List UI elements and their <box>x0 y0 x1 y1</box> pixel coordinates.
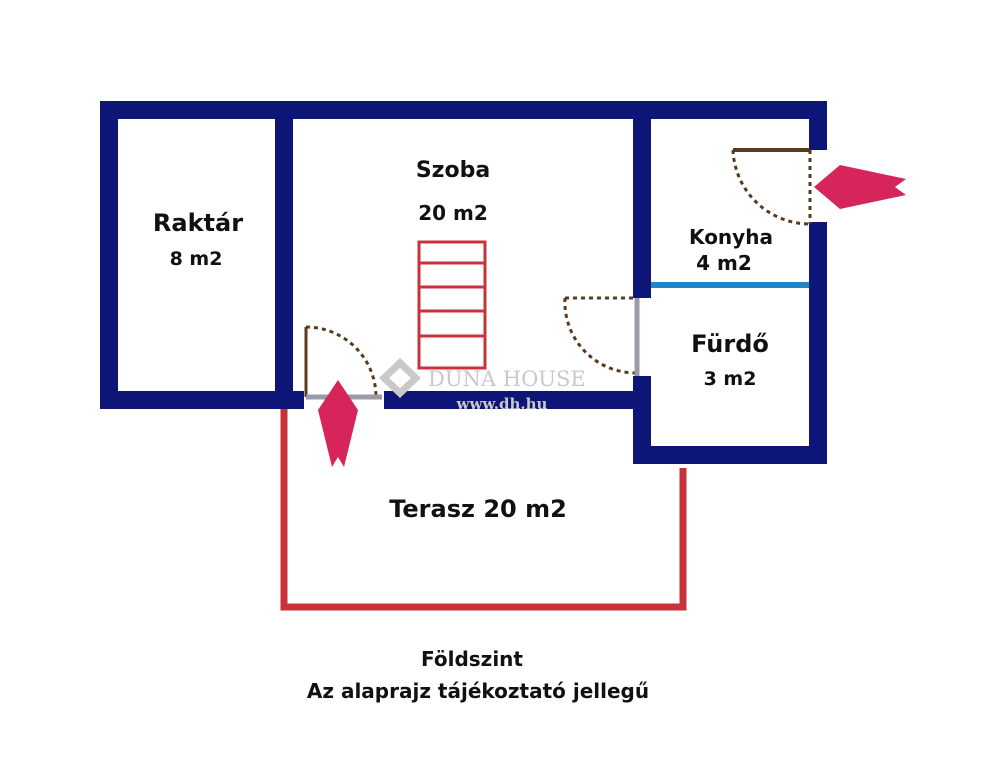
szoba-door <box>304 325 382 400</box>
furdo-area: 3 m2 <box>704 368 757 390</box>
arrow-up-icon <box>318 380 358 467</box>
furdo-name: Fürdő <box>691 330 769 358</box>
raktar-area: 8 m2 <box>170 248 223 270</box>
staircase <box>417 240 487 370</box>
szoba-name: Szoba <box>416 158 490 183</box>
szoba-area: 20 m2 <box>418 201 488 225</box>
watermark-url: www.dh.hu <box>456 395 548 413</box>
terasz-label: Terasz 20 m2 <box>389 495 567 523</box>
watermark: DUNA HOUSE www.dh.hu <box>379 358 586 413</box>
level-title: Földszint <box>421 647 523 671</box>
logo-icon <box>379 358 421 398</box>
raktar-name: Raktár <box>153 209 243 237</box>
terrace-outline <box>280 408 687 611</box>
konyha-name: Konyha <box>689 225 773 249</box>
walls <box>100 101 827 464</box>
arrow-right-icon <box>814 165 906 209</box>
disclaimer-note: Az alaprajz tájékoztató jellegű <box>307 679 649 703</box>
furdo-door <box>563 296 640 376</box>
konyha-area: 4 m2 <box>696 251 752 275</box>
watermark-brand: DUNA HOUSE <box>428 367 586 391</box>
konyha-door <box>731 148 812 226</box>
